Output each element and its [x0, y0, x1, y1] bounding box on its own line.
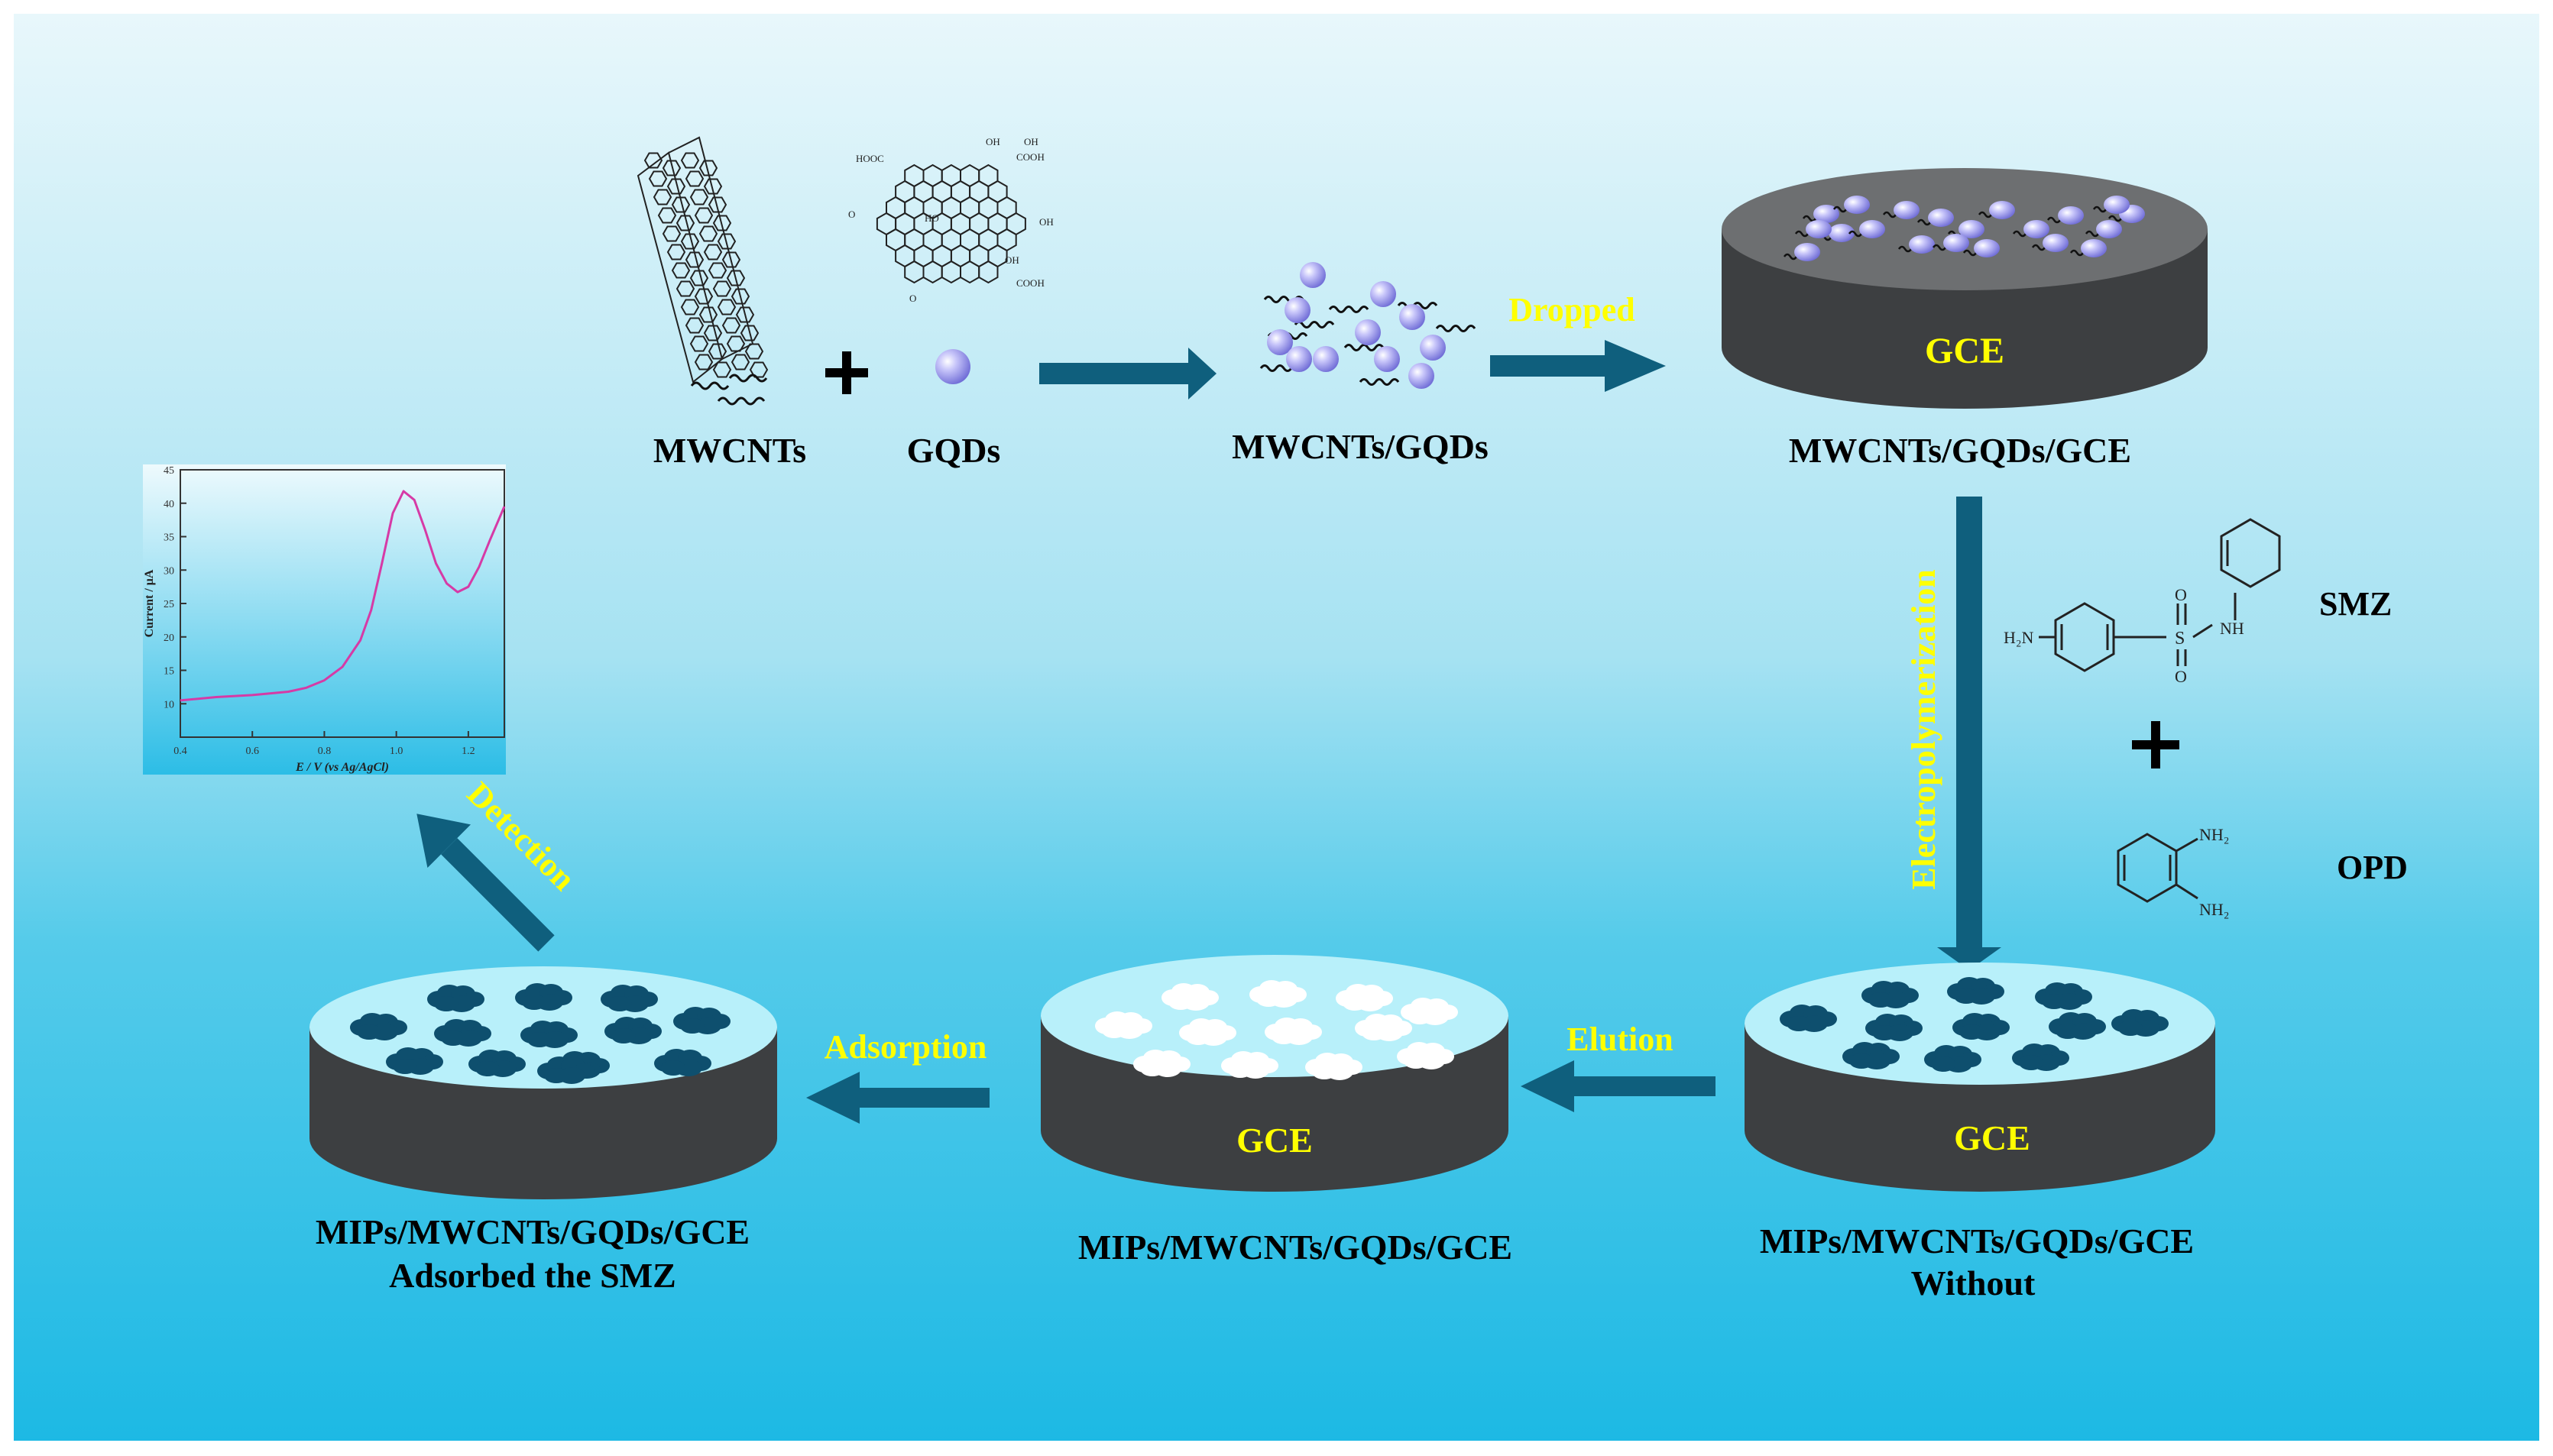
- bottom-right-label-line1: MIPs/MWCNTs/GQDs/GCE: [1760, 1221, 2194, 1260]
- smz-o1: O: [2175, 585, 2187, 604]
- gqds-oh-mid: OH: [1039, 216, 1054, 228]
- mwcnt-wavy-lines-icon: [690, 374, 768, 406]
- smz-structure-icon: [2039, 518, 2281, 672]
- cv-x-tick-label-1: 0.6: [245, 746, 259, 757]
- arrow-electropolymerization: [1937, 497, 2001, 970]
- opd-label: OPD: [2337, 849, 2408, 886]
- cv-y-tick-label-7: 45: [164, 465, 174, 477]
- cv-y-tick-label-2: 20: [164, 633, 174, 644]
- gqds-hooc: HOOC: [856, 153, 884, 164]
- gqds-ho: HO: [925, 212, 939, 224]
- arrow-dropped: [1490, 340, 1666, 392]
- cv-y-tick-label-5: 35: [164, 532, 174, 544]
- smz-s: S: [2175, 629, 2185, 649]
- mwcnts-gqds-composite-icon: [1259, 262, 1476, 389]
- cv-y-tick-label-0: 10: [164, 699, 174, 710]
- gqds-structure-icon: HOOC OH OH COOH HO O OH OH COOH O: [848, 136, 1054, 304]
- gqds-o-bottom: O: [909, 293, 916, 304]
- opd-structure-icon: [2117, 833, 2198, 903]
- bottom-middle-label: MIPs/MWCNTs/GQDs/GCE: [1078, 1228, 1512, 1267]
- composite-label: MWCNTs/GQDs: [1232, 427, 1489, 466]
- gce-top-label: GCE: [1925, 331, 2004, 371]
- cv-y-tick-label-3: 25: [164, 599, 174, 610]
- smz-nh: NH: [2220, 619, 2244, 638]
- gqds-cooh-top: COOH: [1016, 151, 1045, 163]
- cv-chart: 0.4 0.6 0.8 1.0 1.2 10 15 20 25 30 35 40 45 E / V (vs…: [143, 464, 506, 775]
- gqds-oh-right: OH: [1024, 136, 1038, 147]
- cv-x-tick-label-0: 0.4: [173, 746, 187, 757]
- cv-ylabel: Current / μA: [143, 569, 156, 637]
- opd-nh2-bottom: NH₂: [2199, 900, 2229, 919]
- arrow-adsorption: [806, 1072, 990, 1124]
- smz-h2n: H₂N: [2004, 628, 2034, 647]
- opd-nh2-top: NH₂: [2199, 825, 2229, 844]
- gqds-label: GQDs: [907, 431, 1001, 470]
- electrode-bottom-left: [309, 966, 777, 1199]
- cv-y-tick-label-1: 15: [164, 666, 174, 678]
- plus-icon-2: [2132, 721, 2179, 768]
- adsorption-label: Adsorption: [825, 1028, 987, 1066]
- mwcnts-gqds-gce-label: MWCNTs/GQDs/GCE: [1789, 431, 2131, 470]
- arrow-mix: [1039, 348, 1217, 400]
- cv-chart-background: [143, 464, 506, 775]
- electrode-top: [1722, 168, 2208, 409]
- gqds-oh-bottom: OH: [1005, 254, 1019, 266]
- gqds-oh-top: OH: [986, 136, 1000, 147]
- smz-o2: O: [2175, 667, 2187, 686]
- cv-y-tick-label-4: 30: [164, 565, 174, 577]
- elution-label: Elution: [1566, 1021, 1673, 1058]
- gce-bottom-right-label: GCE: [1954, 1118, 2030, 1157]
- cv-trace: [180, 490, 506, 702]
- gqd-sphere-icon: [935, 349, 970, 384]
- mwcnt-nanotube-icon: [637, 136, 769, 383]
- gqds-o-left: O: [848, 209, 855, 220]
- gce-bottom-middle-label: GCE: [1236, 1121, 1313, 1160]
- mwcnts-label: MWCNTs: [653, 431, 806, 470]
- arrow-elution: [1521, 1060, 1715, 1112]
- electrode-bottom-right: [1745, 963, 2215, 1192]
- electrode-bottom-middle: [1041, 955, 1508, 1192]
- cv-y-tick-label-6: 40: [164, 499, 174, 510]
- cv-xlabel: E / V (vs Ag/AgCl): [295, 761, 389, 774]
- bottom-left-label-line2: Adsorbed the SMZ: [389, 1256, 676, 1295]
- plus-icon: [825, 351, 868, 394]
- cv-x-tick-label-4: 1.2: [462, 746, 475, 757]
- bottom-left-label-line1: MIPs/MWCNTs/GQDs/GCE: [316, 1212, 750, 1251]
- dropped-label: Dropped: [1508, 291, 1635, 328]
- arrow-detection: [416, 814, 555, 952]
- gqds-cooh-bottom: COOH: [1016, 277, 1045, 289]
- electropolymerization-label: Electropolymerization: [1905, 569, 1942, 890]
- cv-x-tick-label-3: 1.0: [390, 746, 403, 757]
- bottom-right-label-line2: Without: [1911, 1263, 2036, 1302]
- smz-label: SMZ: [2319, 585, 2392, 623]
- cv-x-tick-label-2: 0.8: [318, 746, 332, 757]
